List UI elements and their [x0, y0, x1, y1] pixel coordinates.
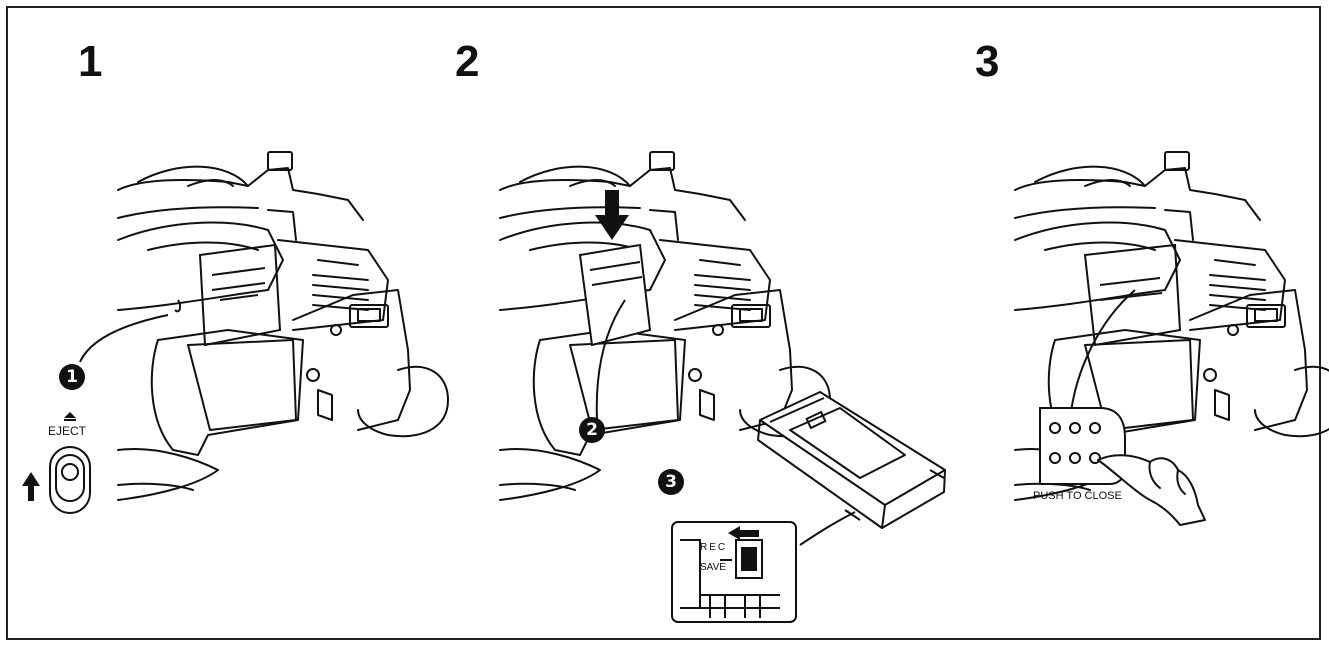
step-number-2: 2: [455, 37, 480, 86]
arrow-down-icon: [595, 215, 629, 240]
push-to-close-button: [1040, 408, 1125, 484]
cassette-door-open: [200, 245, 280, 345]
eject-switch: [50, 447, 90, 513]
callout-2: 2: [579, 417, 605, 443]
push-to-close-label: PUSH TO CLOSE: [1033, 490, 1122, 502]
cassette-tape: [758, 392, 945, 528]
camcorder-step-1: [117, 151, 449, 501]
arrow-left-icon: [728, 526, 740, 540]
rec-save-inset: [672, 522, 796, 622]
hand-pressing-icon: [1098, 455, 1205, 525]
diagram-frame: [6, 6, 1321, 640]
save-label: SAVE: [700, 562, 726, 573]
step-number-3: 3: [975, 37, 1000, 86]
step-number-1: 1: [78, 37, 103, 86]
arrow-up-icon: [22, 472, 40, 486]
rec-label: REC: [700, 542, 728, 553]
callout-1: 1: [59, 364, 85, 390]
cassette-inserting: [580, 245, 650, 345]
eject-label: EJECT: [48, 424, 87, 438]
cassette-door-closed: [1085, 245, 1180, 345]
eject-symbol-icon: [64, 412, 76, 418]
callout-3: 3: [658, 469, 684, 495]
camcorder-step-2: [499, 151, 831, 501]
